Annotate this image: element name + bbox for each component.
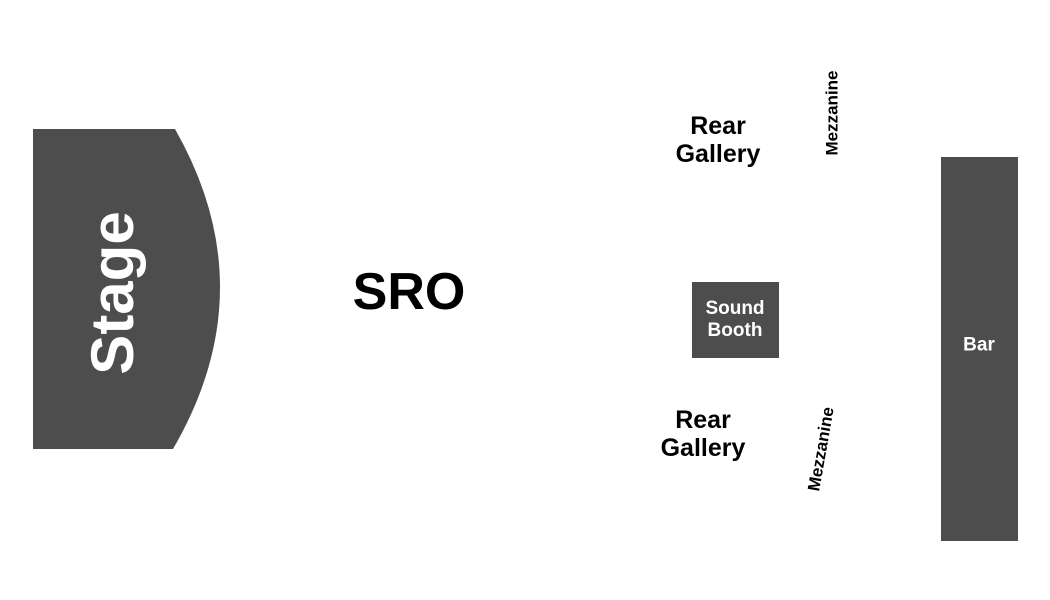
- sound-booth-line1: Sound: [705, 298, 765, 319]
- rear-gallery-top-line1: Rear: [690, 112, 746, 140]
- rear-gallery-bottom-label[interactable]: Rear Gallery: [661, 406, 746, 462]
- stage-label: Stage: [79, 211, 146, 375]
- rear-gallery-top-label[interactable]: Rear Gallery: [676, 112, 761, 168]
- sound-booth-line2: Booth: [707, 320, 763, 341]
- rear-gallery-top-line2: Gallery: [675, 140, 761, 168]
- sro-section-label[interactable]: SRO: [352, 263, 466, 321]
- stage-section[interactable]: [33, 129, 221, 449]
- mezzanine-top-label[interactable]: Mezzanine: [822, 70, 842, 156]
- bar-label: Bar: [963, 334, 995, 356]
- sound-booth-section[interactable]: [692, 282, 779, 358]
- rear-gallery-bottom-line2: Gallery: [660, 434, 746, 462]
- sound-booth-label: Sound Booth: [705, 298, 764, 342]
- bar-section[interactable]: [941, 157, 1018, 541]
- rear-gallery-bottom-line1: Rear: [675, 406, 731, 434]
